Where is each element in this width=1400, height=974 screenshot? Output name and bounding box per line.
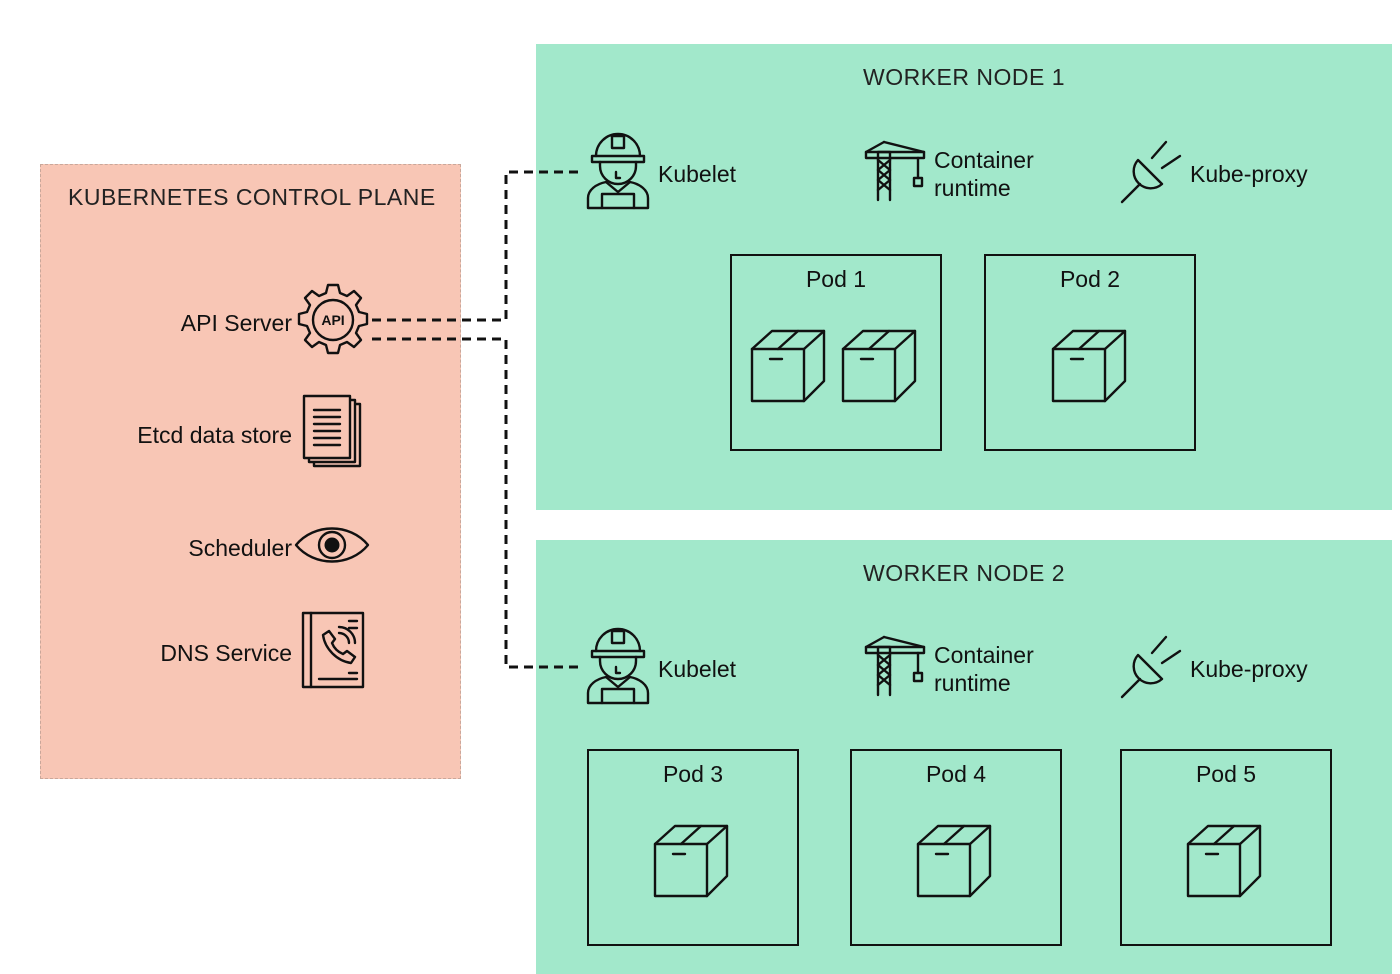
eye-icon — [294, 527, 370, 563]
container-box-icon — [750, 329, 826, 403]
worker-node-1-title: WORKER NODE 1 — [862, 64, 1066, 90]
pod-5: Pod 5 — [1120, 749, 1332, 946]
control-plane-panel — [40, 164, 461, 779]
worker-node-2-panel — [536, 540, 1392, 974]
container-runtime-2-label-line2: runtime — [934, 670, 1011, 696]
crane-icon — [864, 140, 926, 202]
etcd-label: Etcd data store — [137, 422, 292, 448]
container-box-icon — [841, 329, 917, 403]
scheduler-label: Scheduler — [188, 535, 292, 561]
dns-service-label: DNS Service — [160, 640, 292, 666]
phone-book-icon — [301, 611, 365, 689]
svg-text:API: API — [321, 312, 344, 328]
pod-2: Pod 2 — [984, 254, 1196, 451]
pod-4: Pod 4 — [850, 749, 1062, 946]
pod-1: Pod 1 — [730, 254, 942, 451]
pod-4-title: Pod 4 — [925, 761, 987, 787]
plug-icon — [1120, 635, 1182, 699]
kube-proxy-1-label: Kube-proxy — [1190, 161, 1308, 187]
control-plane-title: KUBERNETES CONTROL PLANE — [68, 184, 436, 210]
api-gear-icon: API — [297, 283, 369, 355]
worker-helmet-icon — [586, 132, 650, 210]
kubelet-2-label: Kubelet — [658, 656, 737, 682]
pod-3-title: Pod 3 — [662, 761, 724, 787]
worker-helmet-icon — [586, 627, 650, 705]
container-runtime-1-label-line2: runtime — [934, 175, 1011, 201]
container-box-icon — [1051, 329, 1127, 403]
worker-node-1-panel — [536, 44, 1392, 510]
container-box-icon — [653, 824, 729, 898]
kubelet-1-label: Kubelet — [658, 161, 737, 187]
container-box-icon — [916, 824, 992, 898]
crane-icon — [864, 635, 926, 697]
container-runtime-2-label-line1: Container — [934, 642, 1034, 668]
document-stack-icon — [302, 394, 362, 468]
pod-2-title: Pod 2 — [1059, 266, 1121, 292]
pod-3: Pod 3 — [587, 749, 799, 946]
plug-icon — [1120, 140, 1182, 204]
pod-1-title: Pod 1 — [805, 266, 867, 292]
kube-proxy-2-label: Kube-proxy — [1190, 656, 1308, 682]
api-server-label: API Server — [180, 310, 292, 336]
container-runtime-1-label-line1: Container — [934, 147, 1034, 173]
worker-node-2-title: WORKER NODE 2 — [862, 560, 1066, 586]
pod-5-title: Pod 5 — [1195, 761, 1257, 787]
container-box-icon — [1186, 824, 1262, 898]
